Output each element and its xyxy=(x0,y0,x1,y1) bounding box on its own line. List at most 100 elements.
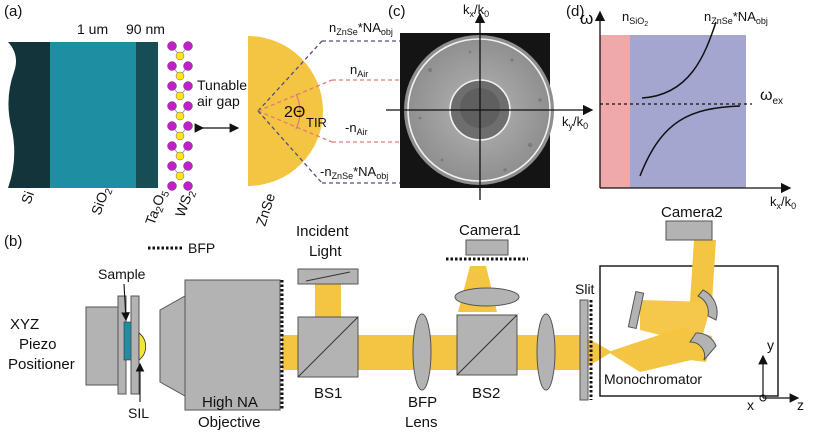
sample-label: Sample xyxy=(98,266,146,282)
znse-label: ZnSe xyxy=(253,191,279,228)
objective-body xyxy=(184,279,281,411)
objective-tip xyxy=(159,295,186,397)
xyz-piezo-stage xyxy=(85,306,120,386)
sample-chip xyxy=(123,321,132,361)
sil-lens xyxy=(138,332,147,361)
coord-x-label: x xyxy=(747,397,754,413)
incident-light-label-2: Light xyxy=(309,243,342,260)
polarizer-diagonal xyxy=(305,271,351,282)
ws2-atom xyxy=(167,161,177,171)
ray-bottom-label: -nZnSe*NAobj xyxy=(320,164,388,181)
objective-label-2: Objective xyxy=(198,414,261,431)
sio2-region-label: nSiO2 xyxy=(622,9,648,28)
theta-arc xyxy=(295,93,301,130)
omega-ex-label: ωex xyxy=(760,87,783,107)
bfp-lens-label-2: Lens xyxy=(405,414,438,431)
bfp-lens-label-1: BFP xyxy=(408,394,437,411)
ws2-atom xyxy=(183,141,193,151)
panel-c-label: (c) xyxy=(388,3,406,20)
sample-arrow xyxy=(121,283,130,322)
theta-sub-label: TIR xyxy=(306,115,327,130)
znse-hemisphere xyxy=(248,36,323,186)
bs2-diagonal xyxy=(456,314,518,376)
ta2o5-thickness-label: 90 nm xyxy=(126,21,165,37)
slit-input-cone xyxy=(582,335,612,370)
ws2-atom xyxy=(175,151,185,161)
camera2-label: Camera2 xyxy=(661,204,723,221)
lower-polariton-branch xyxy=(639,105,741,177)
znse-light-cone-region xyxy=(630,35,746,188)
ws2-atom xyxy=(175,111,185,121)
ray-air-label: nAir xyxy=(350,62,368,79)
si-label: Si xyxy=(18,189,37,206)
ws2-atom xyxy=(167,61,177,71)
ray-top xyxy=(257,40,323,112)
ws2-atom xyxy=(175,131,185,141)
ws2-atom xyxy=(167,81,177,91)
ray-neg-air-label: -nAir xyxy=(345,120,368,137)
omega-axis-label: ω xyxy=(580,9,593,28)
incident-light-label-1: Incident xyxy=(296,223,349,240)
camera1-label: Camera1 xyxy=(459,222,521,239)
tunable-air-gap-label-2: air gap xyxy=(197,93,240,109)
ws2-atom xyxy=(175,51,185,61)
ray-air-bottom xyxy=(257,110,333,143)
stage-plate-right xyxy=(130,295,140,395)
xyz-label-2: Piezo xyxy=(19,336,57,353)
ta2o5-label: Ta2O5 xyxy=(142,187,173,229)
diffraction-grating xyxy=(627,290,645,330)
tunable-air-gap-label-1: Tunable xyxy=(197,77,247,93)
upper-polariton-branch xyxy=(641,21,717,99)
xyz-label-3: Positioner xyxy=(8,356,75,373)
mirror-upper xyxy=(697,289,718,321)
ws2-atom xyxy=(167,41,177,51)
slit-label: Slit xyxy=(575,281,595,297)
bfp-lens xyxy=(412,313,432,391)
panel-d-label: (d) xyxy=(566,3,584,20)
ws2-atom xyxy=(183,121,193,131)
mirror-lower xyxy=(689,332,717,361)
tube-lens xyxy=(536,313,556,391)
panel-b: (b) BFP XYZ Piezo Positioner Sample SIL … xyxy=(4,204,804,431)
ray-top-label: nZnSe*NAobj xyxy=(329,20,393,37)
bfp-speckles xyxy=(418,50,542,172)
panel-a: (a) 1 um 90 nm Si SiO2 Ta2O5 WS2 Tunable… xyxy=(4,3,470,228)
sio2-light-cone-region xyxy=(600,35,630,188)
ws2-monolayer xyxy=(167,41,193,191)
coord-y-label: y xyxy=(767,337,774,353)
ws2-atom xyxy=(167,121,177,131)
panel-b-label: (b) xyxy=(4,233,22,250)
bfp-axis-horizontal-label: ky/k0 xyxy=(562,114,588,131)
ws2-atom xyxy=(183,41,193,51)
ws2-atom xyxy=(183,161,193,171)
panel-c: (c) kx/k0 ky/k0 xyxy=(386,2,594,200)
camera1-lens xyxy=(454,287,520,307)
ws2-atom xyxy=(183,101,193,111)
ta2o5-layer xyxy=(136,42,158,188)
panel-d: (d) ω kx/k0 nSiO2 nZnSe*NAobj ωex xyxy=(566,3,796,211)
coord-x-axis xyxy=(759,394,767,402)
bfp-axis-vertical-label: kx/k0 xyxy=(463,2,489,19)
ray-bottom xyxy=(257,110,323,184)
kx-axis-label: kx/k0 xyxy=(770,194,796,211)
znse-region-label: nZnSe*NAobj xyxy=(704,9,768,26)
sio2-label: SiO2 xyxy=(88,184,116,218)
ws2-atom xyxy=(167,101,177,111)
ws2-atom xyxy=(175,91,185,101)
monochromator-box xyxy=(599,265,779,397)
ws2-atom xyxy=(167,141,177,151)
camera2-body xyxy=(665,220,713,241)
panel-a-label: (a) xyxy=(4,3,22,20)
slit-body xyxy=(579,299,589,401)
ray-air-top xyxy=(257,79,333,112)
sio2-layer xyxy=(50,42,136,188)
ws2-atom xyxy=(175,171,185,181)
xyz-label-1: XYZ xyxy=(10,316,39,333)
ws2-atom xyxy=(183,61,193,71)
coord-z-label: z xyxy=(797,397,804,413)
objective-label-1: High NA xyxy=(202,394,258,411)
ws2-atom xyxy=(175,71,185,81)
ws2-atom xyxy=(183,81,193,91)
ws2-atom xyxy=(167,181,177,191)
